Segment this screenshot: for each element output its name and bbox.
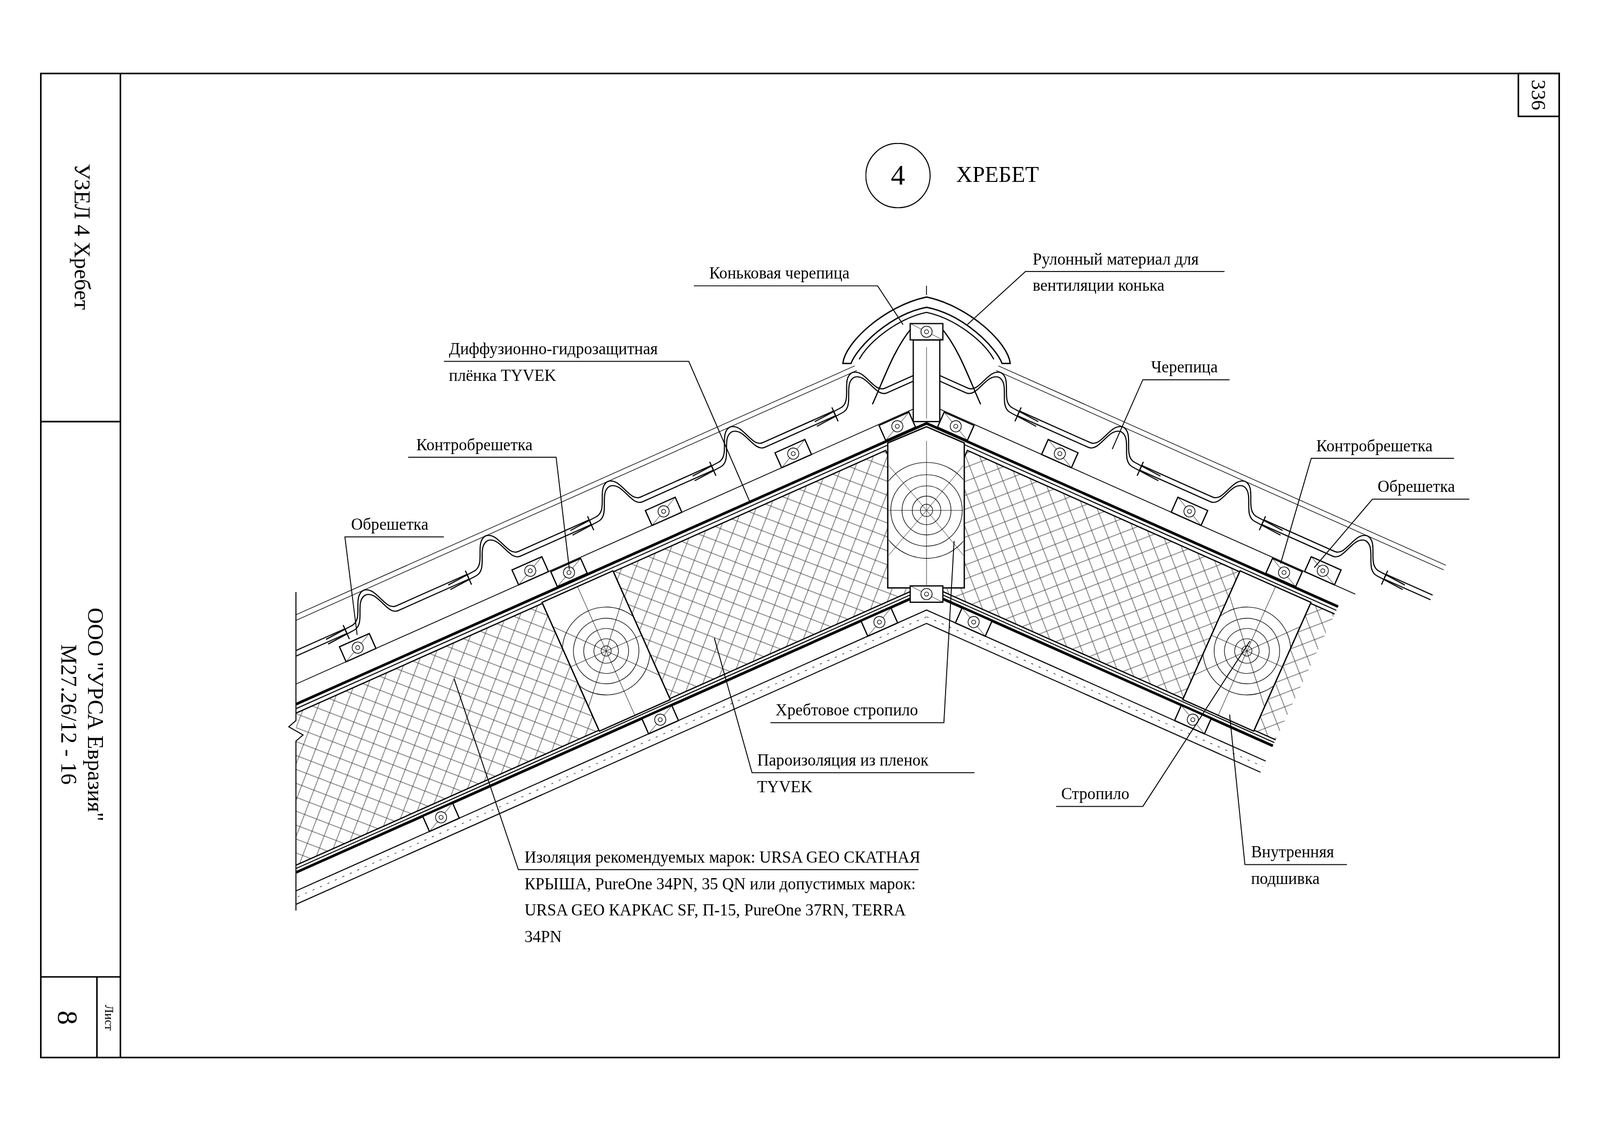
leader-line — [408, 457, 570, 570]
title: ХРЕБЕТ — [956, 160, 1039, 189]
callout-label: Обрешетка — [350, 511, 429, 539]
callout-label: Внутренняя подшивка — [1251, 838, 1354, 892]
leader-line — [693, 285, 903, 325]
page-number: 336 — [1526, 79, 1551, 110]
callout-label: Стропило — [1061, 780, 1130, 808]
callout-label: Хребтовое стропило — [775, 697, 918, 724]
page-number-box — [1518, 73, 1560, 117]
callout-label: Обрешетка — [1377, 473, 1455, 501]
frame-line — [41, 420, 121, 423]
callout-circle: 4 — [865, 142, 931, 208]
hip-rafter — [878, 426, 975, 603]
ridge — [842, 285, 1011, 422]
ridge-board-line — [926, 347, 927, 419]
leader-line — [770, 540, 955, 723]
callout-label: Пароизоляция из пленок TYVEK — [757, 747, 977, 800]
frame-line — [41, 976, 121, 978]
leader-line — [1280, 458, 1454, 564]
callout-number: 4 — [890, 158, 906, 192]
frame-line — [119, 73, 122, 1058]
leader-line — [453, 678, 919, 870]
callout-label: Диффузионно-гидрозащитная плёнка TYVEK — [449, 335, 694, 389]
center-line — [925, 285, 927, 295]
ridge-board — [913, 339, 940, 422]
ridge-tile — [842, 297, 1011, 364]
sheet-number: 8 — [50, 1010, 85, 1025]
callout-label: Рулонный материал для вентиляции конька — [1032, 245, 1237, 299]
leader-line — [1056, 641, 1251, 807]
leaders — [345, 271, 1470, 870]
callout-label: Контробрешетка — [416, 431, 533, 459]
leader-line — [1314, 499, 1470, 568]
leader-line — [1229, 714, 1347, 864]
frame-line — [96, 976, 98, 1058]
callout-label: Контробрешетка — [1316, 432, 1433, 460]
callout-label: Черепица — [1150, 354, 1218, 381]
left-slope — [5, 307, 1093, 986]
sheet-title: УЗЕЛ 4 Хребет — [68, 163, 95, 310]
callout-label: Коньковая черепица — [709, 260, 850, 287]
sheet-label: Лист — [101, 1004, 117, 1031]
leader-line — [345, 536, 445, 635]
break-line — [288, 592, 303, 911]
sheet-code: ООО "УРСА Евразия" М27.26/12 - 16 — [54, 595, 108, 833]
leader-line — [1112, 379, 1230, 450]
callout-label: Изоляция рекомендуемых марок: URSA GEO С… — [524, 843, 923, 950]
